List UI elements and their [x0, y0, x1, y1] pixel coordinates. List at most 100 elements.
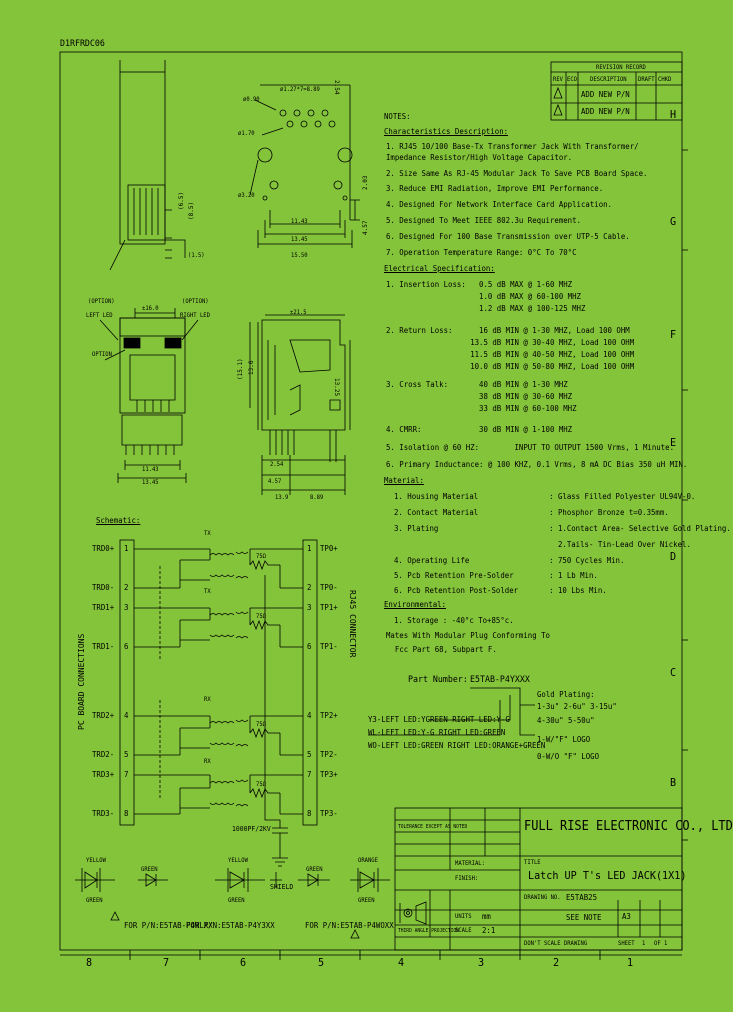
note-line: 6. Pcb Retention Post-Solder : 10 Lbs Mi…	[394, 586, 607, 595]
left-connector-label: PC BOARD CONNECTIONS	[77, 633, 86, 730]
scale-label: SCALE	[455, 927, 472, 934]
zone-label: F	[670, 328, 677, 341]
dim-label: (15.1)	[237, 358, 244, 380]
pin-name: TP2-	[320, 750, 338, 759]
pin-number: 5	[124, 750, 129, 759]
pin-name: TRD2+	[92, 711, 115, 720]
led-color-label: ORANGE	[358, 857, 378, 864]
resistor-value: 75Ω	[256, 781, 266, 788]
notes-section-title: Characteristics Description:	[384, 127, 509, 136]
logo-option: 1-W/"F" LOGO	[537, 735, 591, 744]
dim-label: 11.43	[291, 218, 308, 225]
zone-label: 8	[86, 956, 93, 969]
pin-number: 7	[124, 770, 129, 779]
zone-label: 6	[240, 956, 247, 969]
note-line: 4. Operating Life : 750 Cycles Min.	[394, 556, 625, 565]
resistor-value: 75Ω	[256, 613, 266, 620]
tolerance-label: TOLERANCE EXCEPT AS NOTED	[398, 824, 468, 830]
led-option: WL-LEFT LED:Y-G RIGHT LED:GREEN	[368, 728, 506, 737]
led-color-label: YELLOW	[228, 857, 248, 864]
dim-label: ±21.5	[290, 309, 307, 316]
note-line: 3. Plating : 1.Contact Area- Selective G…	[394, 524, 731, 533]
led-color-label: GREEN	[86, 897, 103, 904]
zone-label: G	[670, 215, 677, 228]
shield-label: SHIELD	[270, 883, 294, 891]
revision-row-desc: ADD NEW P/N	[581, 107, 630, 116]
note-line: 3. Reduce EMI Radiation, Improve EMI Per…	[386, 184, 604, 193]
note-line: 5. Pcb Retention Pre-Solder : 1 Lb Min.	[394, 571, 598, 580]
pin-name: TP0-	[320, 583, 338, 592]
finish-label: FINISH:	[455, 875, 479, 882]
led-color-label: GREEN	[141, 866, 158, 873]
note-line: 7. Operation Temperature Range: 0°C To 7…	[386, 248, 577, 257]
note-line: 1.0 dB MAX @ 60-100 MHZ	[386, 292, 581, 301]
dim-label: 2.54	[270, 461, 284, 468]
led-for-part: FOR P/N:E5TAB-P4Y3XX	[186, 921, 275, 930]
note-line: Fcc Part 68, Subpart F.	[386, 645, 497, 654]
dim-label: 4.57	[362, 220, 369, 235]
dim-label: 13.45	[142, 479, 159, 486]
drawing-title: Latch UP T's LED JACK(1X1)	[528, 869, 687, 882]
dim-label: (8.5)	[188, 201, 195, 220]
note-line: 33 dB MIN @ 60-100 MHZ	[386, 404, 577, 413]
note-line: Mates With Modular Plug Conforming To	[386, 631, 550, 640]
dim-label: (6.5)	[178, 191, 185, 210]
zone-label: E	[670, 436, 677, 449]
revision-header-draft: DRAFT	[638, 76, 655, 83]
gold-plating-option: 1-3u" 2-6u" 3-15u"	[537, 702, 617, 711]
note-line: 4. CMRR: 30 dB MIN @ 1-100 MHZ	[386, 425, 573, 434]
pin-name: TRD2-	[92, 750, 115, 759]
revision-row-desc: ADD NEW P/N	[581, 90, 630, 99]
dim-label: 15.50	[291, 252, 308, 259]
zone-label: D	[670, 550, 677, 563]
resistor-value: 75Ω	[256, 721, 266, 728]
title-label: TITLE	[524, 859, 541, 866]
pin-number: 2	[124, 583, 129, 592]
dim-label: 13.25	[333, 378, 340, 397]
note-line: 2.Tails- Tin-Lead Over Nickel.	[394, 540, 691, 549]
zone-label: 3	[478, 956, 485, 969]
pin-number: 6	[124, 642, 129, 651]
rx-label: RX	[204, 696, 211, 703]
zone-label: B	[670, 776, 677, 789]
pin-name: TRD3+	[92, 770, 115, 779]
pin-name: TRD1+	[92, 603, 115, 612]
pin-number: 3	[307, 603, 312, 612]
sheet-of: OF 1	[654, 940, 668, 947]
note-line: 11.5 dB MIN @ 40-50 MHZ, Load 100 OHM	[386, 350, 635, 359]
projection-label: THIRD ANGLE PROJECTION	[398, 928, 459, 934]
note-line: 1. Storage : -40°c To+85°c.	[394, 616, 514, 625]
dim-label: (1.5)	[188, 252, 205, 259]
zone-label: 4	[398, 956, 405, 969]
rx-label: RX	[204, 758, 211, 765]
drawing-no: E5TAB25	[566, 893, 598, 902]
pin-number: 8	[124, 809, 129, 818]
note-line: 2. Size Same As RJ-45 Modular Jack To Sa…	[386, 169, 648, 178]
pin-number: 1	[307, 544, 312, 553]
note-line: 2. Return Loss: 16 dB MIN @ 1-30 MHZ, Lo…	[386, 326, 630, 335]
dim-label: ø1.27*7=8.89	[280, 86, 320, 93]
dim-label: ø1.70	[238, 130, 255, 137]
revision-header-eco: ECO	[567, 76, 577, 83]
dim-label: ±16.0	[142, 305, 159, 312]
revision-header-rev: REV	[553, 76, 563, 83]
dim-label: 4.57	[268, 478, 282, 485]
led-color-label: GREEN	[228, 897, 245, 904]
tx-label: TX	[204, 588, 211, 595]
document-id: D1RFRDC06	[60, 39, 105, 49]
note-line: 4. Designed For Network Interface Card A…	[386, 200, 612, 209]
led-for-part: FOR P/N:E5TAB-P4WOXX	[305, 921, 394, 930]
dim-label: 8.89	[310, 494, 324, 501]
capacitor-value: 1000PF/2KV	[232, 825, 271, 833]
notes-section-title: Electrical Specification:	[384, 264, 495, 273]
revision-header-desc: DESCRIPTION	[590, 76, 627, 83]
note-line: 1.2 dB MAX @ 100-125 MHZ	[386, 304, 586, 313]
drawing-no-label: DRAWING NO.	[524, 894, 561, 901]
dont-scale-label: DON'T SCALE DRAWING	[524, 940, 588, 947]
right-connector-label: RJ45 CONNECTOR	[348, 590, 357, 658]
pin-name: TP1-	[320, 642, 338, 651]
note-line: 13.5 dB MIN @ 30-40 MHZ, Load 100 OHM	[386, 338, 635, 347]
dim-label: (OPTION)	[182, 298, 209, 305]
zone-label: H	[670, 108, 677, 121]
